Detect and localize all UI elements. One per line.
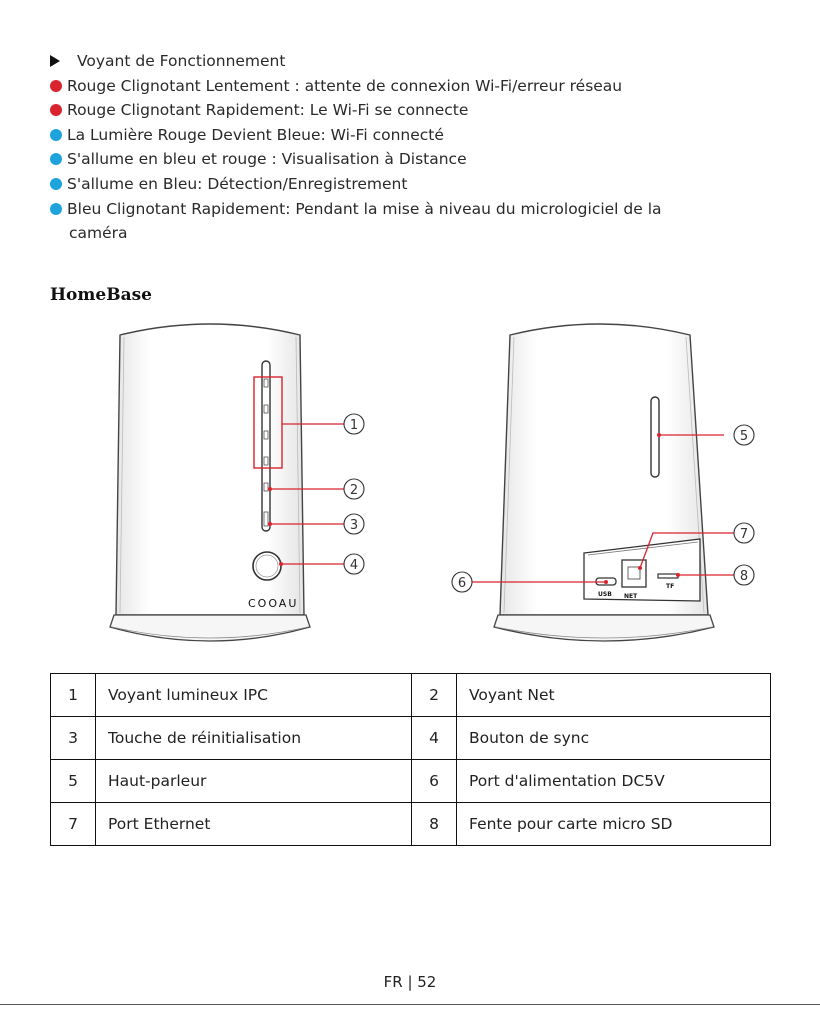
table-row: 1 Voyant lumineux IPC 2 Voyant Net: [50, 673, 771, 717]
part-number: 8: [411, 802, 457, 846]
ipc-led-highlight: [253, 376, 283, 469]
part-label: Voyant lumineux IPC: [95, 673, 412, 717]
legend-text: La Lumière Rouge Devient Bleue: Wi-Fi co…: [67, 125, 444, 144]
callout-number: 7: [740, 527, 748, 542]
front-device: COOAU 1 2 3 4: [109, 323, 365, 642]
legend-text: Rouge Clignotant Lentement : attente de …: [67, 76, 623, 95]
part-label: Haut-parleur: [95, 759, 412, 803]
part-number: 6: [411, 759, 457, 803]
led-legend: Voyant de Fonctionnement Rouge Clignotan…: [50, 49, 770, 246]
callout-3: [343, 513, 365, 535]
legend-item: Rouge Clignotant Lentement : attente de …: [50, 74, 770, 99]
table-row: 7 Port Ethernet 8 Fente pour carte micro…: [50, 802, 771, 846]
legend-item: La Lumière Rouge Devient Bleue: Wi-Fi co…: [50, 123, 770, 148]
part-label: Port d'alimentation DC5V: [456, 759, 771, 803]
callout-number: 6: [458, 576, 466, 591]
red-dot-icon: [50, 79, 62, 92]
ethernet-port-icon: [621, 559, 647, 588]
part-label: Touche de réinitialisation: [95, 716, 412, 760]
callout-7: [733, 522, 755, 544]
blue-dot-icon: [50, 128, 62, 141]
net-label: NET: [624, 593, 638, 600]
legend-item-continuation: caméra: [50, 221, 770, 246]
part-number: 2: [411, 673, 457, 717]
legend-item: Voyant de Fonctionnement: [50, 49, 770, 74]
legend-text: S'allume en Bleu: Détection/Enregistreme…: [67, 174, 408, 193]
callout-number: 4: [350, 558, 358, 573]
triangle-bullet-icon: [50, 55, 70, 67]
blue-dot-icon: [50, 177, 62, 190]
part-label: Port Ethernet: [95, 802, 412, 846]
callout-number: 8: [740, 569, 748, 584]
back-device: USB NET TF 5 6 7 8: [451, 323, 755, 642]
callout-4: [343, 553, 365, 575]
callout-8: [733, 564, 755, 586]
tf-label: TF: [666, 583, 674, 590]
part-number: 3: [50, 716, 96, 760]
legend-item: S'allume en Bleu: Détection/Enregistreme…: [50, 172, 770, 197]
part-label: Bouton de sync: [456, 716, 771, 760]
callout-2: [343, 478, 365, 500]
part-number: 4: [411, 716, 457, 760]
section-title: HomeBase: [50, 285, 152, 305]
usb-label: USB: [598, 591, 612, 598]
part-label: Voyant Net: [456, 673, 771, 717]
callout-6: [451, 571, 473, 593]
callout-5: [733, 424, 755, 446]
blue-dot-icon: [50, 202, 62, 215]
sync-button-icon: [252, 551, 282, 581]
legend-item: Rouge Clignotant Rapidement: Le Wi-Fi se…: [50, 98, 770, 123]
front-base: [109, 614, 311, 642]
homebase-figure: COOAU 1 2 3 4 USB NET: [100, 315, 760, 659]
callout-number: 5: [740, 429, 748, 444]
parts-table: 1 Voyant lumineux IPC 2 Voyant Net 3 Tou…: [50, 673, 771, 846]
homebase-illustration: COOAU 1 2 3 4 USB NET: [109, 323, 755, 642]
legend-text: S'allume en bleu et rouge : Visualisatio…: [67, 150, 467, 169]
legend-text: Rouge Clignotant Rapidement: Le Wi-Fi se…: [67, 101, 469, 120]
part-number: 1: [50, 673, 96, 717]
back-base: [493, 614, 715, 642]
legend-item: Bleu Clignotant Rapidement: Pendant la m…: [50, 197, 770, 222]
callout-number: 1: [350, 418, 358, 433]
legend-item: S'allume en bleu et rouge : Visualisatio…: [50, 147, 770, 172]
brand-logo: COOAU: [248, 597, 298, 610]
part-label: Fente pour carte micro SD: [456, 802, 771, 846]
callout-number: 2: [350, 483, 358, 498]
red-dot-icon: [50, 104, 62, 117]
tf-slot-icon: [657, 573, 679, 579]
callout-number: 3: [350, 518, 358, 533]
legend-text: Bleu Clignotant Rapidement: Pendant la m…: [67, 199, 662, 218]
front-body: [115, 323, 305, 616]
table-row: 5 Haut-parleur 6 Port d'alimentation DC5…: [50, 759, 771, 803]
callout-1: [343, 413, 365, 435]
legend-text: Voyant de Fonctionnement: [77, 52, 286, 70]
legend-text: caméra: [69, 224, 128, 243]
blue-dot-icon: [50, 153, 62, 166]
part-number: 7: [50, 802, 96, 846]
part-number: 5: [50, 759, 96, 803]
bottom-divider: [0, 1004, 820, 1005]
table-row: 3 Touche de réinitialisation 4 Bouton de…: [50, 716, 771, 760]
speaker-slot: [650, 396, 660, 478]
page-number: FR | 52: [383, 973, 437, 991]
